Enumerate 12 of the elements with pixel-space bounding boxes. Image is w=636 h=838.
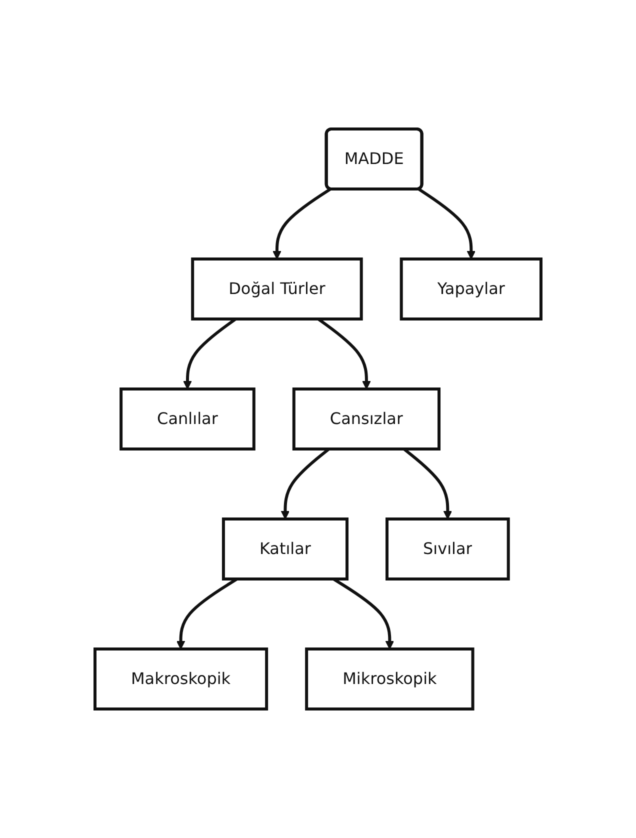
node-box: Doğal Türler — [191, 258, 363, 320]
node-box: Cansızlar — [292, 388, 441, 450]
node-box: Katılar — [222, 518, 348, 580]
arrow — [332, 578, 394, 650]
arrow — [176, 578, 238, 650]
node-box: Sıvılar — [386, 518, 510, 580]
node-box: Yapaylar — [400, 258, 542, 320]
node-box: Canlılar — [120, 388, 256, 450]
arrow — [418, 188, 476, 260]
node-box: Mikroskopik — [305, 648, 474, 710]
arrow — [272, 188, 331, 260]
node-box: Makroskopik — [94, 648, 268, 710]
